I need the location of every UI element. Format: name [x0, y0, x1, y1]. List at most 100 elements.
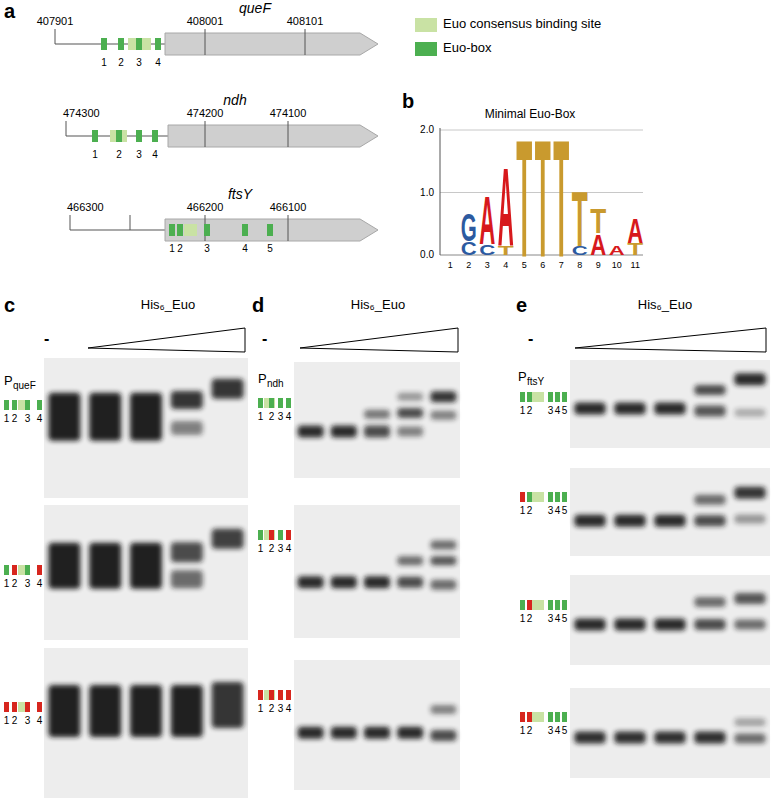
box-number: 2	[12, 413, 18, 425]
axis-line	[440, 128, 441, 255]
consensus-site	[532, 392, 544, 402]
gel-band	[48, 543, 80, 589]
gel-band	[694, 597, 725, 607]
consensus-site	[264, 690, 275, 700]
gel-band	[397, 427, 423, 437]
euo-box	[278, 530, 283, 540]
concentration-wedge	[300, 328, 458, 352]
logo-letter: A	[479, 186, 495, 255]
axis-tick-label: 1.0	[420, 187, 434, 199]
coordinate-label: 474200	[187, 107, 224, 120]
gel-band	[734, 515, 765, 524]
box-number: 1	[4, 413, 10, 425]
gel-band	[48, 393, 80, 441]
gel-band	[654, 732, 685, 744]
gel-band	[694, 385, 725, 395]
euo-box	[562, 392, 567, 402]
consensus-site	[264, 398, 275, 408]
position-number: 2	[466, 260, 471, 270]
coordinate-label: 408101	[287, 15, 324, 28]
gel-image	[570, 360, 770, 448]
no-protein-lane: -	[44, 330, 49, 348]
box-number: 1	[520, 505, 526, 517]
mutated-euo-box	[269, 530, 274, 540]
gel-background	[570, 360, 770, 448]
concentration-wedge	[88, 328, 245, 352]
box-number: 4	[152, 149, 158, 161]
mutated-euo-box	[520, 492, 525, 502]
gel-band	[734, 718, 765, 726]
box-number: 3	[25, 715, 31, 727]
promoter-label: P	[258, 372, 267, 387]
euo-box	[4, 400, 9, 410]
box-number: 2	[269, 703, 275, 715]
logo-letter: T	[553, 113, 569, 280]
gel-band	[734, 409, 765, 417]
gene-map	[70, 215, 378, 241]
box-number: 4	[286, 411, 292, 423]
logo-letter: T	[572, 180, 588, 257]
gel-band	[694, 732, 725, 744]
box-number: 4	[37, 715, 43, 727]
box-number: 1	[4, 715, 10, 727]
box-number: 5	[267, 243, 273, 255]
legend-swatch	[415, 18, 437, 32]
gel-image	[570, 688, 770, 778]
consensus-site	[18, 565, 30, 575]
gel-band	[694, 406, 725, 417]
gel-band	[397, 727, 423, 739]
logo-letter: A	[498, 151, 514, 262]
box-number: 4	[37, 578, 43, 590]
gel-band	[430, 411, 456, 420]
euo-box	[286, 398, 291, 408]
axis-tick-label: 0.0	[420, 249, 434, 261]
logo-letter: G	[461, 209, 477, 248]
gel-band	[430, 705, 456, 714]
box-number: 3	[25, 578, 31, 590]
euo-box	[177, 224, 183, 236]
consensus-site	[18, 702, 30, 712]
no-protein-lane: -	[528, 330, 533, 348]
box-number: 5	[562, 725, 568, 737]
gene-arrow	[165, 33, 378, 55]
euo-box	[258, 398, 263, 408]
gel-background	[294, 362, 460, 478]
gel-image	[294, 362, 460, 478]
mutated-euo-box	[286, 530, 291, 540]
box-number: 1	[520, 405, 526, 417]
gel-band	[734, 593, 765, 604]
gel-band	[574, 619, 605, 631]
gel-band	[734, 733, 765, 743]
euo-box	[555, 600, 560, 610]
logo-letter: A	[627, 213, 643, 247]
gel-band	[694, 619, 725, 630]
consensus-site	[264, 530, 275, 540]
mutated-euo-box	[37, 702, 42, 712]
consensus-site	[18, 400, 30, 410]
coordinate-tick	[66, 121, 67, 136]
promoter-label: P	[518, 370, 527, 385]
euo-box	[12, 400, 17, 410]
gene-map	[66, 121, 378, 147]
box-number: 5	[562, 405, 568, 417]
gel-image	[570, 575, 770, 665]
coordinate-tick	[305, 29, 306, 55]
box-number: 2	[118, 57, 124, 69]
gel-background	[44, 358, 248, 498]
gel-image	[294, 660, 460, 790]
gel-band	[694, 515, 725, 526]
position-number: 3	[485, 260, 490, 270]
axis-tick-label: 2.0	[420, 124, 434, 136]
euo-box	[4, 565, 9, 575]
gel-background	[44, 505, 248, 640]
box-number: 4	[555, 505, 561, 517]
gel-band	[130, 393, 162, 441]
gene-name: queF	[239, 0, 271, 16]
euo-box	[155, 38, 161, 50]
box-number: 4	[155, 57, 161, 69]
gene-arrow	[168, 125, 378, 147]
gel-band	[48, 685, 80, 737]
gel-band	[331, 727, 357, 739]
euo-box	[152, 130, 158, 142]
